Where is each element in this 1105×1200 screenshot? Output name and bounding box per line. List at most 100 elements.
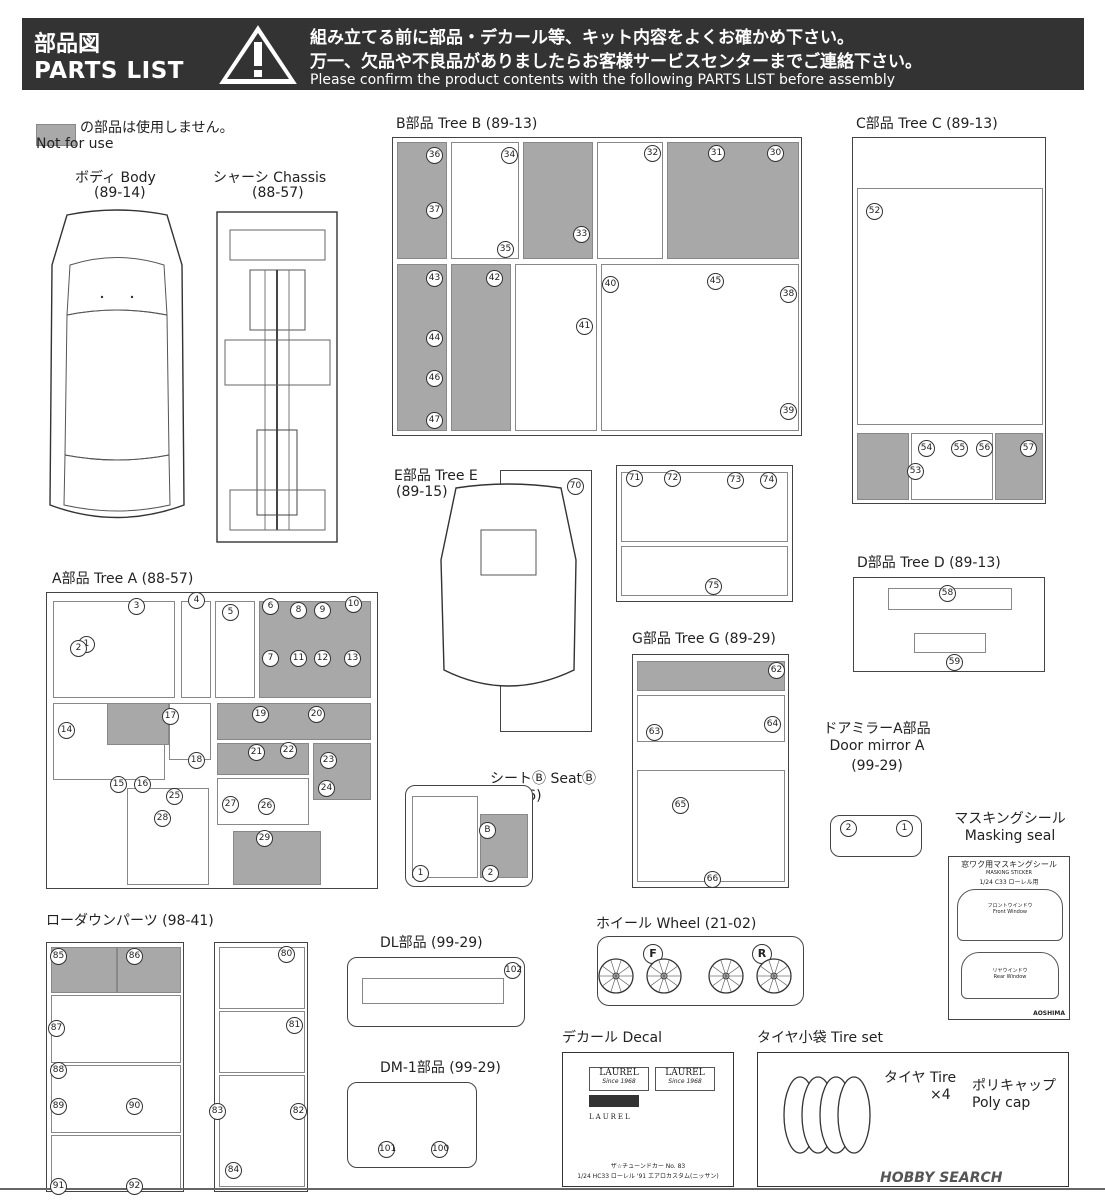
tree-b-number-43: 43 [426, 270, 443, 287]
tree-e-number-72: 72 [664, 470, 681, 487]
tree-d-part-59 [914, 633, 986, 653]
tree-a-label: A部品 Tree A (88-57) [52, 571, 194, 587]
front-window-label-ja: フロントウインドウ [987, 903, 1033, 909]
seat-b-part-1 [412, 796, 478, 878]
tree-b-number-41: 41 [576, 318, 593, 335]
dl-number-102: 102 [504, 962, 522, 979]
tree-a-number-25: 25 [166, 788, 183, 805]
tree-a-number-6: 6 [262, 598, 279, 615]
tree-a-number-18: 18 [188, 752, 205, 769]
lowdown-number-80: 80 [278, 946, 295, 963]
tree-a-number-12: 12 [314, 650, 331, 667]
aoshima-logo: AOSHIMA [1033, 1010, 1065, 1017]
tree-b-number-33: 33 [573, 226, 590, 243]
decal-footer-2: 1/24 HC33 ローレル '91 エアロカスタム(ニッサン) [577, 1173, 719, 1180]
lowdown-label: ローダウンパーツ (98-41) [46, 913, 214, 929]
tree-e-number-70: 70 [567, 478, 584, 495]
tree-b-number-36: 36 [426, 147, 443, 164]
tree-e-number-74: 74 [760, 472, 777, 489]
door-mirror-number-1: 1 [896, 820, 913, 837]
polycap-label-ja: ポリキャップ [972, 1078, 1056, 1094]
tree-g-number-65: 65 [672, 797, 689, 814]
tree-c-label: C部品 Tree C (89-13) [856, 116, 998, 132]
tree-b-label: B部品 Tree B (89-13) [396, 116, 538, 132]
tire-label: タイヤ Tire [884, 1070, 957, 1086]
tree-a-number-15: 15 [110, 776, 127, 793]
tire-qty: ×4 [930, 1087, 951, 1103]
legend-text-en: Not for use [36, 136, 114, 152]
seat-b-part-2 [480, 814, 528, 878]
lowdown-runner-2 [214, 942, 308, 1192]
decal-laurel-logo-2: LAUREL Since 1968 [655, 1067, 715, 1091]
tree-a-number-9: 9 [314, 602, 331, 619]
rear-window-label-en: Rear Window [993, 974, 1027, 980]
seat-b-number-1: 1 [412, 865, 429, 882]
tree-b-number-31: 31 [708, 145, 725, 162]
lowdown-number-90: 90 [126, 1098, 143, 1115]
masking-sheet-title: 窓ワク用マスキングシール [961, 860, 1057, 869]
legend-text-ja: の部品は使用しません。 [80, 120, 234, 136]
warning-banner: 組み立てる前に部品・デカール等、キット内容をよくお確かめ下さい。 万一、欠品や不… [200, 18, 1084, 90]
seat-b-number-B: B [479, 822, 496, 839]
tree-b-number-46: 46 [426, 370, 443, 387]
tree-e-number-75: 75 [705, 578, 722, 595]
decal-logo1-sub: Since 1968 [602, 1078, 636, 1085]
warning-text-ja-2: 万一、欠品や不良品がありましたらお客様サービスセンターまでご連絡下さい。 [310, 52, 922, 72]
tree-b-number-45: 45 [707, 273, 724, 290]
tree-d-number-58: 58 [939, 585, 956, 602]
tree-c-section-57 [995, 433, 1043, 500]
lowdown-number-88: 88 [50, 1062, 67, 1079]
dl-label: DL部品 (99-29) [380, 935, 483, 951]
wheel-2 [646, 958, 682, 994]
tree-b-number-34: 34 [501, 147, 518, 164]
tree-a-number-21: 21 [248, 744, 265, 761]
tree-c-number-57: 57 [1020, 440, 1037, 457]
tree-g-number-64: 64 [764, 716, 781, 733]
tree-a-number-19: 19 [252, 706, 269, 723]
tree-a-section-29 [233, 831, 321, 885]
door-mirror-number-2: 2 [840, 820, 857, 837]
tire-set-label: タイヤ小袋 Tire set [757, 1030, 883, 1046]
tree-a-number-17: 17 [162, 708, 179, 725]
decal-label: デカール Decal [562, 1030, 663, 1046]
tree-b-number-30: 30 [767, 145, 784, 162]
decal-laurel-logo-1: LAUREL Since 1968 [589, 1067, 649, 1091]
tree-b-number-35: 35 [497, 241, 514, 258]
lowdown-number-91: 91 [50, 1178, 67, 1195]
lowdown-part-87-88 [51, 995, 181, 1063]
tree-d-number-59: 59 [946, 654, 963, 671]
decal-sheet: LAUREL Since 1968 LAUREL Since 1968 LAUR… [562, 1052, 734, 1187]
tree-e-label: E部品 Tree E [394, 468, 478, 484]
tree-a-number-7: 7 [262, 650, 279, 667]
wheel-4 [756, 958, 792, 994]
tree-a-number-16: 16 [134, 776, 151, 793]
tree-b-number-37: 37 [426, 202, 443, 219]
lowdown-number-86: 86 [126, 948, 143, 965]
tree-g-number-63: 63 [646, 724, 663, 741]
tree-b-number-40: 40 [602, 276, 619, 293]
tree-b-number-47: 47 [426, 412, 443, 429]
tree-a-number-22: 22 [280, 742, 297, 759]
lowdown-number-84: 84 [225, 1162, 242, 1179]
tree-a-number-11: 11 [290, 650, 307, 667]
tree-a-number-2: 2 [70, 640, 87, 657]
tree-c-number-55: 55 [951, 440, 968, 457]
lowdown-number-82: 82 [290, 1103, 307, 1120]
lowdown-number-92: 92 [126, 1178, 143, 1195]
tree-b-section-33 [523, 142, 593, 259]
tree-a-runner [46, 592, 378, 889]
tree-g-section-65-66 [637, 770, 785, 882]
tree-e-number-71: 71 [626, 470, 643, 487]
tree-a-number-28: 28 [154, 810, 171, 827]
lowdown-part-91-92 [51, 1135, 181, 1189]
door-mirror-label-en: Door mirror A [829, 738, 925, 754]
tire-stack-drawing [783, 1076, 871, 1154]
seat-b-label: シートⒷ SeatⒷ [490, 771, 597, 787]
tree-a-section-15-16 [107, 703, 169, 745]
dm1-number-100: 100 [431, 1141, 449, 1158]
tree-b-number-32: 32 [644, 145, 661, 162]
tree-a-number-20: 20 [308, 706, 325, 723]
front-window-mask: フロントウインドウ Front Window [957, 889, 1063, 941]
chassis-code: (88-57) [252, 185, 304, 201]
tree-a-section-28 [127, 788, 209, 885]
